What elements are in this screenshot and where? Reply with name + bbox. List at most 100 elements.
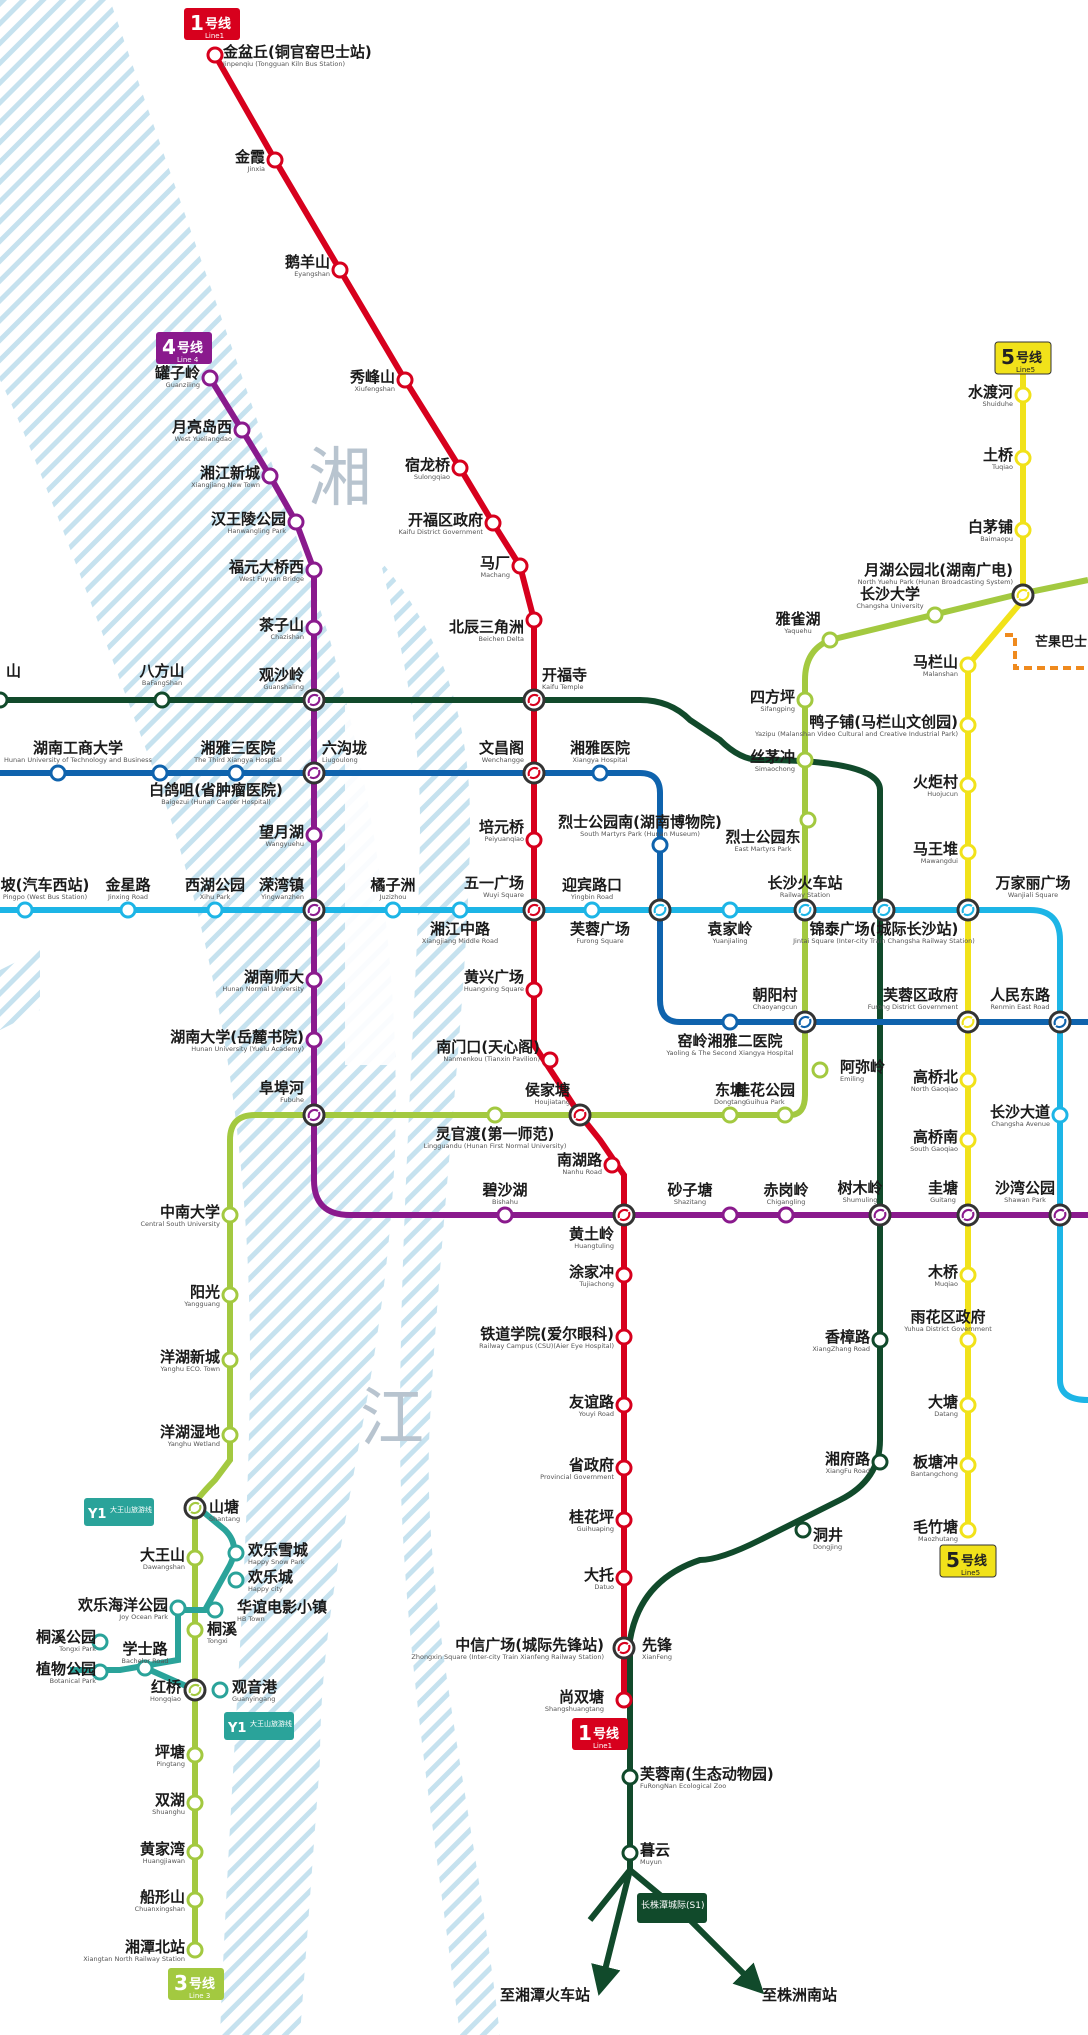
station-jinpenqiu[interactable]: 金盆丘(铜官窑巴士站)Jinpenqiu (Tongguan Kiln Bus … [206, 43, 372, 68]
station-jintai[interactable]: 锦泰广场(城际长沙站)Jintai Square (Inter-city Tra… [792, 898, 975, 945]
station-furongnan[interactable]: 芙蓉南(生态动物园)FuRongNan Ecological Zoo [621, 1765, 774, 1790]
station-baigezui[interactable]: 白鸽咀(省肿瘤医院)Baigezui (Hunan Cancer Hospita… [149, 764, 283, 806]
station-tiedao[interactable]: 铁道学院(爱尔眼科)Railway Campus (CSU)(Aier Eye … [479, 1325, 633, 1350]
station-yazipu[interactable]: 鸭子铺(马栏山文创园)Yazipu (Malanshan Video Cultu… [754, 713, 977, 738]
station-zhongxin[interactable]: 中信广场(城际先锋站)Zhongxin Square (Inter-city T… [411, 1636, 636, 1661]
station-qichexizhan[interactable]: 坡(汽车西站)Pingpo (West Bus Station) [1, 876, 90, 919]
station-hunandaxue[interactable]: 湖南大学(岳麓书院)Hunan University (Yuelu Academ… [170, 1028, 323, 1053]
station-yuehubei[interactable]: 月湖公园北(湖南广电)North Yuehu Park (Hunan Broad… [858, 561, 1035, 607]
station-shan[interactable]: 山 [0, 662, 21, 709]
station-nanmenkou[interactable]: 南门口(天心阁)Nanmenkou (Tianxin Pavilion) [436, 1038, 559, 1069]
